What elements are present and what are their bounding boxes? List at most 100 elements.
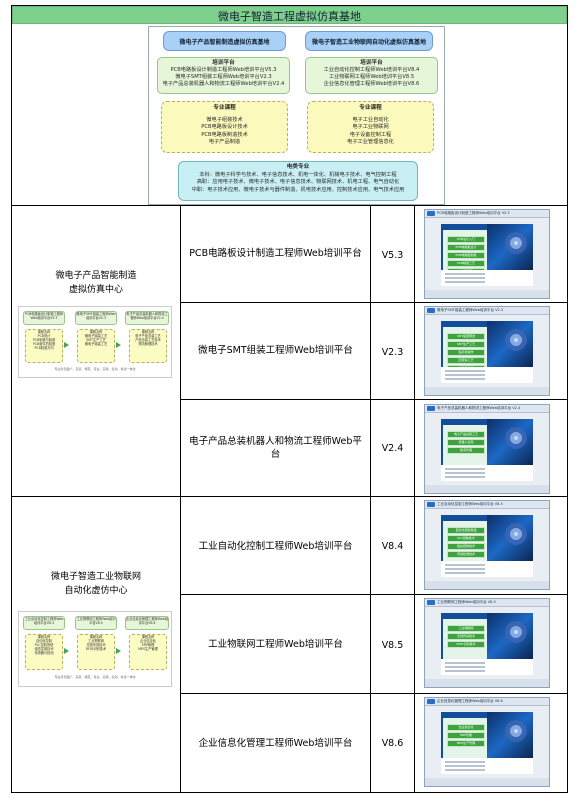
right-training-line: 工业物联网工程师Web培训平台V8.5 [328, 74, 415, 80]
thumb-menu-button: ERP管理 [447, 732, 485, 739]
right-courses-box: 专业课程 电子工业自动化 电子工业物联网 电子设备控制工程 电子工业管理信息化 [307, 101, 434, 153]
logo-icon [427, 699, 435, 704]
thumb-footer-line [445, 666, 485, 668]
platform-name: 企业信息化管理工程师Web培训平台 [198, 738, 353, 749]
thumb-menu-button: PCB电路板设计 [447, 244, 485, 251]
thumb-title: 工业物联网工程师Web培训平台 V8.5 [437, 600, 496, 604]
base-left-box: 微电子产品智能制造虚拟仿真基地 [163, 31, 286, 51]
thumb-menu-button: 回流焊工艺 [447, 357, 485, 364]
table-line [180, 302, 568, 303]
disc-icon [505, 621, 527, 643]
logo-icon [427, 406, 435, 411]
thumb-menu-panel: SMT组装概述SMT生产工艺贴片机操作回流焊工艺检测与返修 [443, 327, 488, 372]
thumb-footer-line [445, 761, 485, 763]
mini-platform-box: 微电子SMT组装工程师Web培训平台V2.3 [75, 311, 117, 325]
base-right-box: 微电子智造工业物联网自动化虚拟仿真基地 [305, 31, 433, 51]
thumb-header: PCB电路板设计制造工程师Web培训平台 V5.3 [425, 210, 549, 218]
thumb-title: 微电子SMT组装工程师Web培训平台 V2.3 [437, 308, 504, 312]
majors-box: 电类专业 本科：微电子科学与技术、电子信息技术、机电一体化、机械电子技术、电气控… [178, 161, 418, 201]
table-line [370, 205, 371, 793]
right-course-line: 电子工业管理信息化 [347, 139, 394, 145]
center-flow-diagram: PCB电路板设计制造工程师Web培训平台V5.3 微电子SMT组装工程师Web培… [18, 306, 172, 378]
right-course-line: 电子设备控制工程 [349, 131, 392, 138]
thumb-header: 微电子SMT组装工程师Web培训平台 V2.3 [425, 307, 549, 315]
logo-icon [427, 211, 435, 216]
platform-name: 电子产品总装机器人和物流工程师Web平台 [189, 436, 362, 460]
thumb-menu-button: 无线传感技术 [447, 633, 485, 640]
table-line [180, 399, 568, 400]
thumb-footer-line [445, 765, 485, 767]
thumb-menu-button: 电子产品总装工艺 [447, 431, 485, 438]
mini-course-box: 课程名称电子产品总装工艺产品总装工艺技术物流管理技术 [129, 329, 167, 363]
thumb-header: 电子产品总装机器人和物流工程师Web培训平台 V2.4 [425, 405, 549, 413]
thumb-menu-button: RFID识别技术 [447, 641, 485, 648]
left-training-box: 培训平台 PCB电路板设计制造工程师Web培训平台V5.3 微电子SMT组装工程… [157, 57, 290, 94]
overview-diagram: 微电子产品智能制造虚拟仿真基地 微电子智造工业物联网自动化虚拟仿真基地 培训平台… [148, 26, 445, 205]
center-title: 微电子智造工业物联网 自动化虚仿中心 [12, 570, 180, 598]
left-course-line: 电子产品制造 [208, 139, 241, 145]
thumb-menu-button: 贴片机操作 [447, 349, 485, 356]
mini-arrow-icon [64, 648, 69, 654]
thumb-main-panel: 电子产品总装工艺机器人应用物流管理 [441, 419, 533, 481]
thumb-banner-image [487, 224, 533, 270]
thumb-footer-line [445, 370, 485, 372]
platform-name: 微电子SMT组装工程师Web培训平台 [198, 345, 353, 356]
right-training-heading: 培训平台 [360, 60, 383, 66]
thumb-title: 企业信息化管理工程师Web培训平台 V8.6 [437, 699, 503, 703]
mini-platform-box: 工业自动化控制工程师Web培训平台V8.4 [23, 616, 65, 630]
left-course-line: 微电子组装技术 [206, 116, 243, 123]
platform-version: V8.4 [381, 541, 404, 552]
thumb-status-bar [425, 581, 549, 589]
table-line [567, 205, 568, 793]
thumb-banner-image [487, 419, 533, 465]
thumb-footer-line [445, 277, 485, 279]
thumb-main-panel: SMT组装概述SMT生产工艺贴片机操作回流焊工艺检测与返修 [441, 321, 533, 383]
table-line [11, 496, 568, 497]
thumb-header: 企业信息化管理工程师Web培训平台 V8.6 [425, 698, 549, 706]
thumb-footer [441, 465, 533, 481]
platform-version: V8.6 [381, 738, 404, 749]
thumb-menu-button: 物流管理 [447, 447, 485, 454]
thumb-menu-button: 自动化控制基础 [447, 527, 485, 534]
logo-icon [427, 308, 435, 313]
platform-version: V2.3 [381, 347, 404, 358]
thumb-footer [441, 561, 533, 577]
table-line [11, 205, 568, 206]
thumb-status-bar [425, 387, 549, 395]
thumb-menu-button: PLC控制技术 [447, 535, 485, 542]
disc-icon [505, 523, 527, 545]
thumb-title: PCB电路板设计制造工程师Web培训平台 V5.3 [437, 211, 510, 215]
right-courses-heading: 专业课程 [359, 105, 382, 111]
thumb-footer-line [445, 769, 485, 771]
thumb-banner-image [487, 321, 533, 367]
mini-arrow-icon [116, 648, 121, 654]
center-flow-diagram: 工业自动化控制工程师Web培训平台V8.4 工业物联网工程师Web培训平台V8.… [18, 611, 172, 687]
thumb-menu-button: 企业信息化 [447, 724, 485, 731]
right-course-line: 电子工业自动化 [352, 116, 389, 123]
thumb-footer [441, 270, 533, 286]
center-title-line: 微电子智造工业物联网 [50, 572, 141, 582]
thumb-status-bar [425, 485, 549, 493]
table-line [180, 594, 568, 595]
left-course-line: PCB电路板设计技术 [201, 124, 248, 130]
left-training-line: 微电子SMT组装工程师Web培训平台V2.3 [175, 74, 272, 80]
majors-heading: 电类专业 [286, 164, 310, 170]
thumb-footer-line [445, 273, 485, 275]
platform-name: 工业自动化控制工程师Web培训平台 [198, 541, 353, 552]
thumb-menu-button: 组态控制技术 [447, 543, 485, 550]
right-training-line: 工业自动化控制工程师Web培训平台V8.4 [323, 67, 420, 73]
mini-foot-text: 专业涉及面广、完善、规范、专业、实用、生动、考试一体化 [54, 367, 136, 371]
majors-line: 本科：微电子科学与技术、电子信息技术、机电一体化、机械电子技术、电气控制工程 [199, 171, 397, 178]
thumb-footer-line [445, 568, 485, 570]
thumb-menu-button: 机器人应用 [447, 439, 485, 446]
thumb-status-bar [425, 290, 549, 298]
thumb-footer-line [445, 572, 485, 574]
